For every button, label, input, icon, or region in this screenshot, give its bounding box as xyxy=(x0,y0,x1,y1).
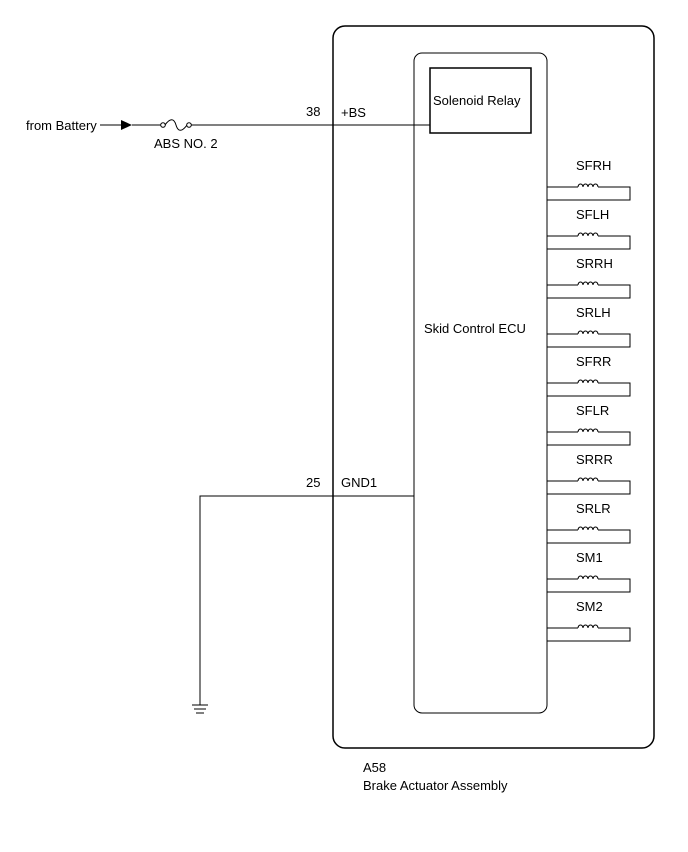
solenoid-sfrr: SFRR xyxy=(547,354,631,397)
coil-icon xyxy=(577,526,599,531)
solenoid-label: SRLH xyxy=(576,305,611,320)
solenoid-label: SRRR xyxy=(576,452,613,467)
solenoid-label: SRLR xyxy=(576,501,611,516)
solenoid-label: SFRR xyxy=(576,354,611,369)
solenoid-sfrh: SFRH xyxy=(547,158,631,201)
relay-box xyxy=(429,67,532,134)
solenoid-srrh: SRRH xyxy=(547,256,631,299)
assembly-code: A58 xyxy=(363,760,386,775)
solenoid-wire xyxy=(547,186,631,201)
relay-label: Solenoid Relay xyxy=(433,93,521,108)
solenoid-srlr: SRLR xyxy=(547,501,631,544)
coil-icon xyxy=(577,477,599,482)
coil-icon xyxy=(577,575,599,580)
coil-icon xyxy=(577,379,599,384)
solenoid-wire xyxy=(547,578,631,593)
solenoid-wire xyxy=(547,627,631,642)
solenoid-srrr: SRRR xyxy=(547,452,631,495)
solenoid-label: SRRH xyxy=(576,256,613,271)
pin-gnd-number: 25 xyxy=(306,475,320,490)
solenoid-label: SFRH xyxy=(576,158,611,173)
fuse-label: ABS NO. 2 xyxy=(154,136,218,151)
solenoid-sflr: SFLR xyxy=(547,403,631,446)
solenoid-srlh: SRLH xyxy=(547,305,631,348)
solenoid-wire xyxy=(547,333,631,348)
solenoid-wire xyxy=(547,529,631,544)
coil-icon xyxy=(577,232,599,237)
arrow-right-icon xyxy=(121,120,132,130)
solenoid-sflh: SFLH xyxy=(547,207,631,250)
coil-icon xyxy=(577,281,599,286)
fuse-icon xyxy=(160,119,192,131)
solenoid-wire xyxy=(547,284,631,299)
coil-icon xyxy=(577,183,599,188)
solenoid-label: SFLH xyxy=(576,207,609,222)
solenoid-sm1: SM1 xyxy=(547,550,631,593)
ground-icon xyxy=(192,704,208,714)
solenoid-label: SM2 xyxy=(576,599,603,614)
solenoid-wire xyxy=(547,382,631,397)
coil-icon xyxy=(577,624,599,629)
gnd-wire xyxy=(199,495,414,705)
battery-label: from Battery xyxy=(26,118,97,133)
pin-gnd-name: GND1 xyxy=(341,475,377,490)
solenoid-label: SFLR xyxy=(576,403,609,418)
solenoid-wire xyxy=(547,235,631,250)
coil-icon xyxy=(577,428,599,433)
ecu-box xyxy=(413,52,548,714)
solenoid-sm2: SM2 xyxy=(547,599,631,642)
pin-bs-name: +BS xyxy=(341,105,366,120)
ecu-label: Skid Control ECU xyxy=(424,321,526,336)
coil-icon xyxy=(577,330,599,335)
assembly-box xyxy=(332,25,655,749)
assembly-name: Brake Actuator Assembly xyxy=(363,778,508,793)
solenoid-wire xyxy=(547,480,631,495)
solenoid-label: SM1 xyxy=(576,550,603,565)
solenoid-wire xyxy=(547,431,631,446)
pin-bs-number: 38 xyxy=(306,104,320,119)
